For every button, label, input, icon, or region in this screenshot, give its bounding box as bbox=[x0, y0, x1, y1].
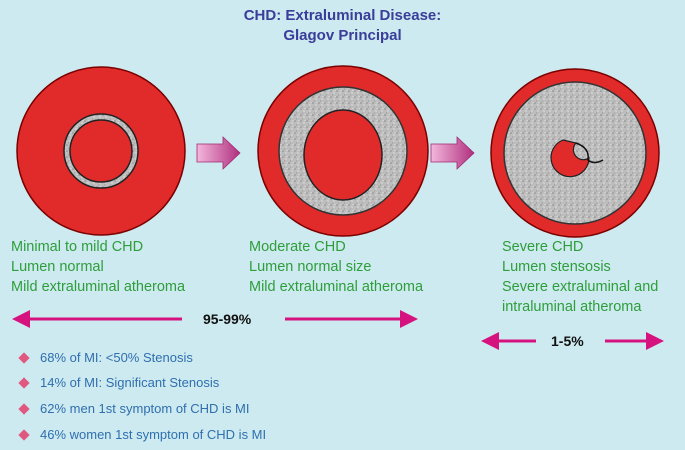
lumen bbox=[69, 119, 133, 183]
stat-text: 14% of MI: Significant Stenosis bbox=[40, 375, 220, 390]
vessel-minimal bbox=[16, 66, 186, 236]
vessel-severe bbox=[490, 68, 660, 238]
stage-minimal-description: Minimal to mild CHD Lumen normal Mild ex… bbox=[11, 237, 185, 297]
stat-text: 68% of MI: <50% Stenosis bbox=[40, 350, 193, 365]
percentage-label-left: 95-99% bbox=[203, 311, 252, 327]
stage-moderate-description: Moderate CHD Lumen normal size Mild extr… bbox=[249, 237, 423, 297]
double-arrow-right-range bbox=[481, 332, 664, 350]
stage-line: Moderate CHD bbox=[249, 239, 346, 255]
stage-line: Severe CHD bbox=[502, 239, 584, 255]
diamond-bullet-icon bbox=[18, 428, 30, 441]
diamond-bullet-icon bbox=[18, 402, 30, 415]
lumen bbox=[303, 109, 383, 201]
stage-severe-description: Severe CHD Lumen stensosis Severe extral… bbox=[502, 237, 658, 317]
progression-arrow-icon bbox=[430, 136, 475, 170]
stat-item: 62% men 1st symptom of CHD is MI bbox=[18, 401, 250, 416]
diagram-title: CHD: Extraluminal Disease: Glagov Princi… bbox=[0, 6, 685, 46]
diamond-bullet-icon bbox=[18, 376, 30, 389]
progression-arrow-icon bbox=[196, 136, 241, 170]
stat-item: 46% women 1st symptom of CHD is MI bbox=[18, 427, 266, 442]
atheroma-core bbox=[503, 81, 647, 225]
stage-line: Minimal to mild CHD bbox=[11, 239, 144, 255]
stage-line: Lumen normal size bbox=[249, 259, 372, 275]
vessel-moderate bbox=[257, 65, 429, 237]
stage-line: Severe extraluminal and bbox=[502, 279, 659, 295]
stage-line: Mild extraluminal atheroma bbox=[249, 279, 424, 295]
stat-item: 68% of MI: <50% Stenosis bbox=[18, 350, 193, 365]
diamond-bullet-icon bbox=[18, 351, 30, 364]
stage-line: Mild extraluminal atheroma bbox=[11, 279, 186, 295]
stenosed-lumen bbox=[550, 139, 590, 178]
percentage-label-right: 1-5% bbox=[551, 333, 584, 349]
title-line-2: Glagov Principal bbox=[283, 27, 402, 44]
double-arrow-left-range bbox=[12, 310, 418, 328]
stage-line: intraluminal atheroma bbox=[502, 299, 642, 315]
stat-text: 46% women 1st symptom of CHD is MI bbox=[40, 427, 267, 442]
stat-text: 62% men 1st symptom of CHD is MI bbox=[40, 401, 250, 416]
stat-item: 14% of MI: Significant Stenosis bbox=[18, 375, 219, 390]
title-line-1: CHD: Extraluminal Disease: bbox=[243, 7, 442, 24]
stage-line: Lumen normal bbox=[11, 259, 104, 275]
stage-line: Lumen stensosis bbox=[502, 259, 611, 275]
plaque-fissure bbox=[575, 142, 604, 164]
